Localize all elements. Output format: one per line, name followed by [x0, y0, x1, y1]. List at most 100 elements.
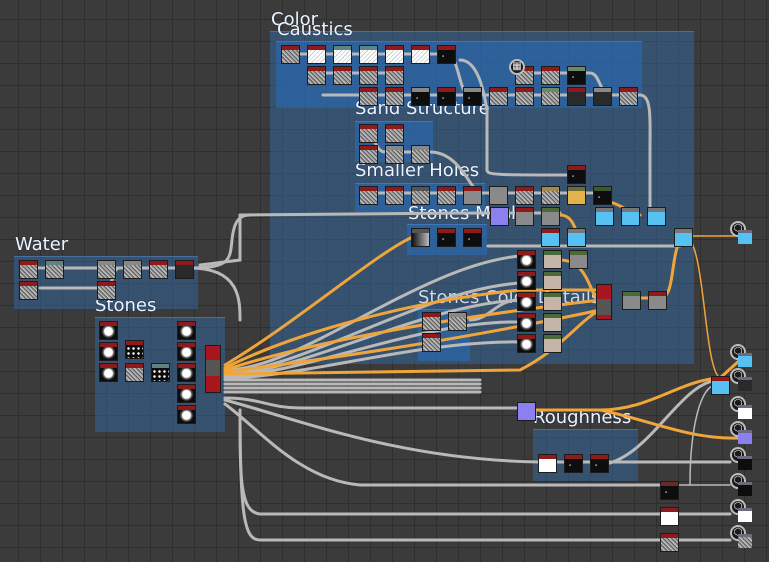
caustics-node[interactable]: [437, 87, 456, 106]
caustics-node[interactable]: [307, 45, 326, 64]
sand-structure-node[interactable]: [359, 145, 378, 164]
caustics-node[interactable]: [333, 45, 352, 64]
sand-structure-node[interactable]: [385, 124, 404, 143]
smaller-holes-node[interactable]: [489, 186, 508, 205]
caustics-node[interactable]: [567, 87, 586, 106]
stones-color-node[interactable]: [517, 313, 536, 332]
sand-structure-node[interactable]: [385, 145, 404, 164]
water-node[interactable]: [97, 260, 116, 279]
sand-structure-node[interactable]: [359, 124, 378, 143]
water-node[interactable]: [123, 260, 142, 279]
caustics-node[interactable]: [385, 87, 404, 106]
stones-color-node[interactable]: [517, 334, 536, 353]
water-node[interactable]: [175, 260, 194, 279]
caustics-node[interactable]: [411, 45, 430, 64]
caustics-node[interactable]: [489, 87, 508, 106]
caustics-node[interactable]: [359, 45, 378, 64]
roughness-node[interactable]: [590, 454, 609, 473]
output-node[interactable]: [738, 534, 752, 548]
stones-shape-node[interactable]: [177, 342, 196, 361]
stones-color-node[interactable]: [422, 333, 441, 352]
stones-mask-node[interactable]: [515, 207, 534, 226]
uniform-color-node[interactable]: [660, 481, 679, 500]
output-node[interactable]: [738, 405, 752, 419]
caustics-node[interactable]: [437, 45, 456, 64]
output-node[interactable]: [738, 482, 752, 496]
blend-node[interactable]: [567, 228, 586, 247]
stones-shape-node[interactable]: [177, 363, 196, 382]
stones-mask-node[interactable]: [411, 228, 430, 247]
stones-mask-node[interactable]: [437, 228, 456, 247]
stones-color-node[interactable]: [543, 271, 562, 290]
output-node[interactable]: [738, 353, 752, 367]
smaller-holes-node[interactable]: [437, 186, 456, 205]
stones-shape-node[interactable]: [177, 321, 196, 340]
caustics-node[interactable]: [385, 66, 404, 85]
smaller-holes-node[interactable]: [541, 186, 560, 205]
stones-color-node[interactable]: [517, 292, 536, 311]
smaller-holes-node[interactable]: [593, 186, 612, 205]
stones-color-node[interactable]: [543, 250, 562, 269]
stones-color-node[interactable]: [543, 334, 562, 353]
caustics-node[interactable]: [541, 66, 560, 85]
stones-color-node[interactable]: [422, 312, 441, 331]
stones-color-node[interactable]: [569, 250, 588, 269]
caustics-node[interactable]: [333, 66, 352, 85]
final-blend-node[interactable]: [711, 376, 730, 395]
caustics-node[interactable]: [307, 66, 326, 85]
caustics-node[interactable]: [385, 45, 404, 64]
water-node[interactable]: [149, 260, 168, 279]
water-node[interactable]: [97, 281, 116, 300]
caustics-node[interactable]: [281, 45, 300, 64]
caustics-node[interactable]: [411, 87, 430, 106]
stones-shape-node[interactable]: [99, 342, 118, 361]
stones-tile-node[interactable]: [125, 340, 144, 359]
smaller-holes-node[interactable]: [567, 165, 586, 184]
noise-node[interactable]: [660, 533, 679, 552]
output-node[interactable]: [738, 377, 752, 391]
stones-color-node[interactable]: [648, 291, 667, 310]
blend-node[interactable]: [541, 228, 560, 247]
stones-shape-node[interactable]: [177, 405, 196, 424]
roughness-node[interactable]: [564, 454, 583, 473]
uniform-color-node[interactable]: [660, 507, 679, 526]
caustics-node[interactable]: [593, 87, 612, 106]
normal-node[interactable]: [517, 402, 536, 421]
smaller-holes-node[interactable]: [515, 186, 534, 205]
caustics-node[interactable]: [619, 87, 638, 106]
stones-shape-node[interactable]: [177, 384, 196, 403]
blend-node[interactable]: [674, 228, 693, 247]
output-node[interactable]: [738, 508, 752, 522]
smaller-holes-node[interactable]: [567, 186, 586, 205]
smaller-holes-node[interactable]: [463, 186, 482, 205]
stones-color-node[interactable]: [517, 250, 536, 269]
caustics-node[interactable]: [359, 87, 378, 106]
stones-mask-node[interactable]: [463, 228, 482, 247]
stones-tile-node[interactable]: [125, 363, 144, 382]
blend-node[interactable]: [621, 207, 640, 226]
caustics-node[interactable]: [359, 66, 378, 85]
stones-color-node[interactable]: [543, 313, 562, 332]
stones-shape-node[interactable]: [99, 363, 118, 382]
smaller-holes-node[interactable]: [411, 186, 430, 205]
stones-color-node[interactable]: [517, 271, 536, 290]
stones-mask-node[interactable]: [541, 207, 560, 226]
stones-color-blend-node[interactable]: [596, 284, 612, 320]
stones-blend-node[interactable]: [205, 345, 221, 393]
stones-mask-node[interactable]: [490, 207, 509, 226]
water-node[interactable]: [45, 260, 64, 279]
stones-color-node[interactable]: [622, 291, 641, 310]
stones-tile-node[interactable]: [151, 363, 170, 382]
caustics-node[interactable]: [515, 87, 534, 106]
blend-node[interactable]: [647, 207, 666, 226]
roughness-node[interactable]: [538, 454, 557, 473]
caustics-node[interactable]: [567, 66, 586, 85]
smaller-holes-node[interactable]: [385, 186, 404, 205]
caustics-node[interactable]: [541, 87, 560, 106]
output-node[interactable]: [738, 430, 752, 444]
stones-color-node[interactable]: [543, 292, 562, 311]
smaller-holes-node[interactable]: [359, 186, 378, 205]
caustics-node[interactable]: [463, 87, 482, 106]
output-node[interactable]: [738, 456, 752, 470]
water-node[interactable]: [19, 281, 38, 300]
